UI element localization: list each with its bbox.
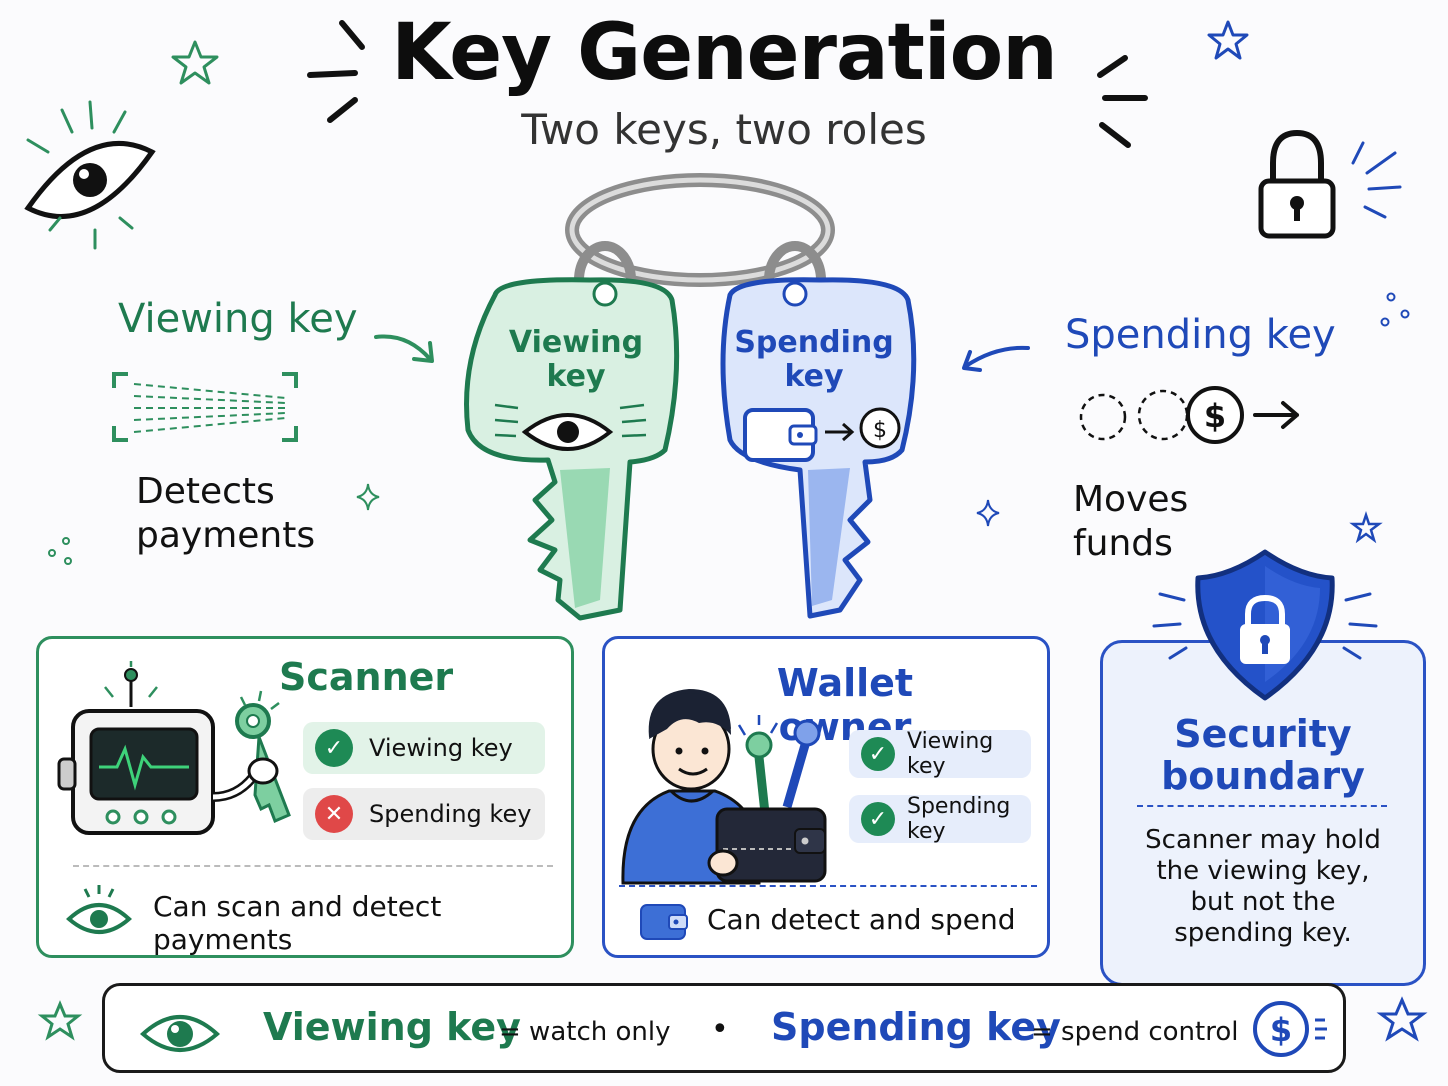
star-icon xyxy=(1207,20,1249,60)
title-accent-left xyxy=(307,20,365,123)
legend-spending-meaning: = spend control xyxy=(1031,1017,1239,1047)
star-icon xyxy=(1349,511,1383,544)
cross-icon: ✕ xyxy=(315,795,353,833)
wallet-owner-panel: Wallet owner ✓ Viewing key ✓ Spending ke… xyxy=(602,636,1050,958)
star-icon xyxy=(171,40,219,85)
owner-spending-key-allowed: ✓ Spending key xyxy=(849,794,1031,844)
sparkle-icon xyxy=(976,499,1000,527)
star-icon xyxy=(37,1000,83,1041)
dots-decoration xyxy=(48,537,72,565)
viewing-key-illustration xyxy=(464,277,680,621)
spending-key-tag: Spending key xyxy=(734,325,894,394)
check-icon: ✓ xyxy=(861,737,895,771)
wallet-owner-note: Can detect and spend xyxy=(707,903,1016,936)
coin-motion-icon: $ xyxy=(1079,386,1299,444)
sparkle-icon xyxy=(356,483,380,511)
scanner-viewing-key-allowed: ✓ Viewing key xyxy=(303,722,545,774)
robot-scanner-icon xyxy=(57,661,291,835)
owner-divider xyxy=(619,885,1037,887)
title-accent-right xyxy=(1097,55,1148,148)
dollar-coin-icon: $ xyxy=(1253,1001,1327,1057)
security-body: Scanner may hold the viewing key, but no… xyxy=(1145,825,1381,948)
page-subtitle: Two keys, two roles xyxy=(521,105,927,154)
scanner-spending-key-denied: ✕ Spending key xyxy=(303,788,545,840)
legend-viewing-key: Viewing key xyxy=(263,1005,521,1049)
viewing-key-label: Viewing key xyxy=(118,296,358,342)
svg-text:$: $ xyxy=(1270,1011,1292,1049)
arrow-left-icon xyxy=(962,345,1030,372)
owner-viewing-key-allowed: ✓ Viewing key xyxy=(849,729,1031,779)
spending-key-illustration: $ xyxy=(720,277,917,619)
scanner-divider xyxy=(73,865,553,867)
wallet-owner-title: Wallet owner xyxy=(776,661,914,749)
arrow-right-icon xyxy=(374,334,434,363)
check-icon: ✓ xyxy=(861,802,895,836)
legend-spending-key: Spending key xyxy=(771,1005,1061,1049)
legend-separator: • xyxy=(711,1012,729,1047)
security-title: Security boundary xyxy=(1161,712,1365,798)
security-divider xyxy=(1137,805,1387,807)
viewing-key-tag: Viewing key xyxy=(508,325,644,394)
viewing-key-description: Detects payments xyxy=(136,471,316,556)
scanner-note: Can scan and detect payments xyxy=(153,890,442,956)
wallet-icon xyxy=(640,904,688,940)
legend-bar: Viewing key = watch only • Spending key … xyxy=(102,983,1346,1073)
check-icon: ✓ xyxy=(315,729,353,767)
scanner-panel: Scanner ✓ Viewing key ✕ Spending key Can… xyxy=(36,636,574,958)
svg-text:$: $ xyxy=(873,418,887,443)
eye-icon xyxy=(24,100,156,250)
eye-icon xyxy=(139,1015,221,1052)
scan-frame-icon xyxy=(112,372,298,442)
shield-lock-icon xyxy=(1152,549,1378,701)
scanner-title: Scanner xyxy=(279,655,454,699)
legend-viewing-meaning: = watch only xyxy=(499,1017,671,1047)
keyring-illustration: $ xyxy=(464,173,917,621)
dots-decoration xyxy=(1380,292,1410,327)
page-title: Key Generation xyxy=(391,8,1058,98)
star-icon xyxy=(1376,996,1428,1042)
eye-icon xyxy=(66,885,132,934)
svg-text:$: $ xyxy=(1204,397,1226,435)
spending-key-label: Spending key xyxy=(1065,312,1336,358)
spending-key-description: Moves funds xyxy=(1073,479,1189,564)
person-icon xyxy=(621,689,827,885)
padlock-icon xyxy=(1258,129,1402,239)
